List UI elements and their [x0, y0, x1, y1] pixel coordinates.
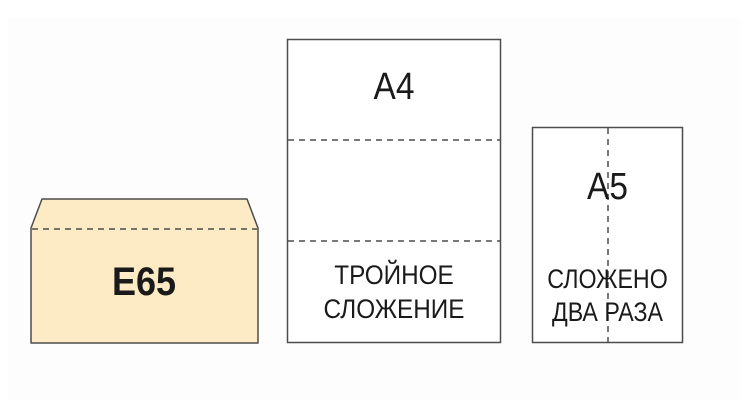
envelope-shape [30, 198, 259, 344]
a4-caption: ТРОЙНОЕ СЛОЖЕНИЕ [298, 258, 491, 326]
envelope-label: E65 [111, 260, 177, 304]
a4-caption-line1: ТРОЙНОЕ [334, 260, 454, 290]
a4-caption-line2: СЛОЖЕНИЕ [323, 294, 465, 324]
a4-title: A4 [373, 66, 415, 108]
a5-caption-line1: СЛОЖЕНО [547, 264, 668, 294]
a4-sheet-outline [286, 38, 502, 344]
a5-caption-line2: ДВА РАЗА [551, 297, 664, 327]
a5-caption: СЛОЖЕНО ДВА РАЗА [543, 263, 673, 329]
a5-title: A5 [587, 166, 628, 208]
